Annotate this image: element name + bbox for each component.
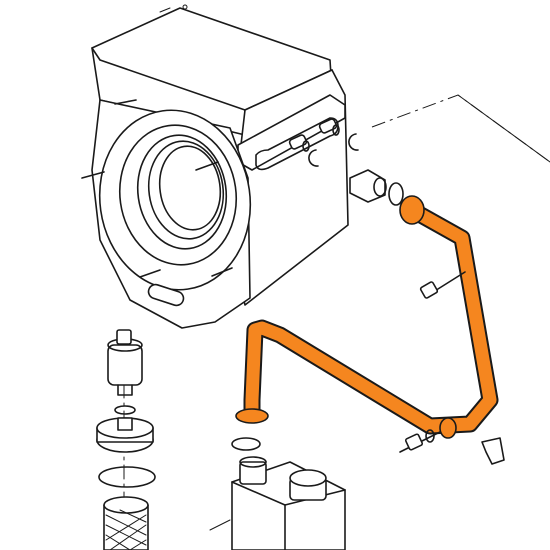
o-ring bbox=[98, 405, 156, 488]
adapter-cap bbox=[96, 417, 154, 453]
flow-pipe bbox=[235, 195, 499, 439]
pipe-clip bbox=[481, 437, 505, 465]
seal-washers bbox=[231, 182, 404, 451]
connection-nipples bbox=[288, 118, 340, 152]
retaining-clips bbox=[308, 133, 359, 167]
heat-exchanger-housing bbox=[81, 4, 349, 329]
sensor-probes bbox=[399, 271, 466, 453]
threaded-adapter bbox=[349, 169, 387, 203]
pump-housing bbox=[209, 456, 346, 550]
mounting-studs bbox=[81, 99, 233, 278]
filter-strainer bbox=[103, 496, 149, 550]
leader-lines bbox=[371, 94, 550, 163]
housing-front-ring bbox=[98, 109, 252, 291]
